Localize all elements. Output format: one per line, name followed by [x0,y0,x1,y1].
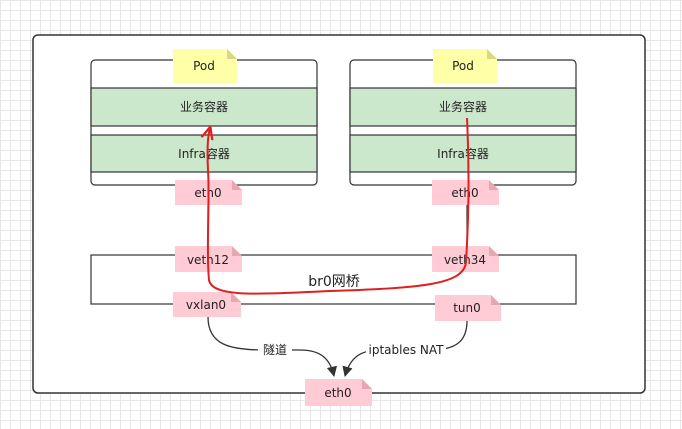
pod-left-note [173,49,237,83]
tag-vxlan0-label: vxlan0 [186,298,226,312]
pod-right-note-fold [487,49,497,59]
tag-host-eth0-label: eth0 [324,386,351,400]
pod-right-note-label: Pod [452,59,474,73]
pod-right: Pod 业务容器 Infra容器 [349,49,577,186]
tag-left-eth0: eth0 [175,180,242,205]
edge-tunnel-label: 隧道 [263,342,287,357]
pod-left: Pod 业务容器 Infra容器 [90,49,318,186]
pod-right-note [433,49,497,83]
pod-right-infra-container [349,134,577,173]
edge-tunnel-label-bg [258,342,292,358]
tag-host-eth0: eth0 [305,379,372,406]
pod-left-infra-label: Infra容器 [178,146,230,161]
pod-left-note-fold [227,49,237,59]
tag-right-eth0: eth0 [432,180,499,205]
pod-right-app-container [349,87,577,127]
tag-right-eth0-label: eth0 [451,186,478,200]
pod-left-app-label: 业务容器 [180,99,228,114]
bridge-label: br0网桥 [308,274,360,290]
pod-left-infra-container [90,134,318,173]
edge-nat-label: iptables NAT [369,343,445,357]
tag-tun0: tun0 [435,295,501,321]
traffic-path [208,117,470,295]
edge-nat-label-bg [366,342,446,358]
tag-veth34-label: veth34 [444,253,486,267]
pod-right-app-label: 业务容器 [439,99,487,114]
pod-left-note-label: Pod [193,59,215,73]
pod-right-infra-label: Infra容器 [437,146,489,161]
tag-tun0-label: tun0 [453,301,481,315]
tag-vxlan0: vxlan0 [173,292,241,317]
